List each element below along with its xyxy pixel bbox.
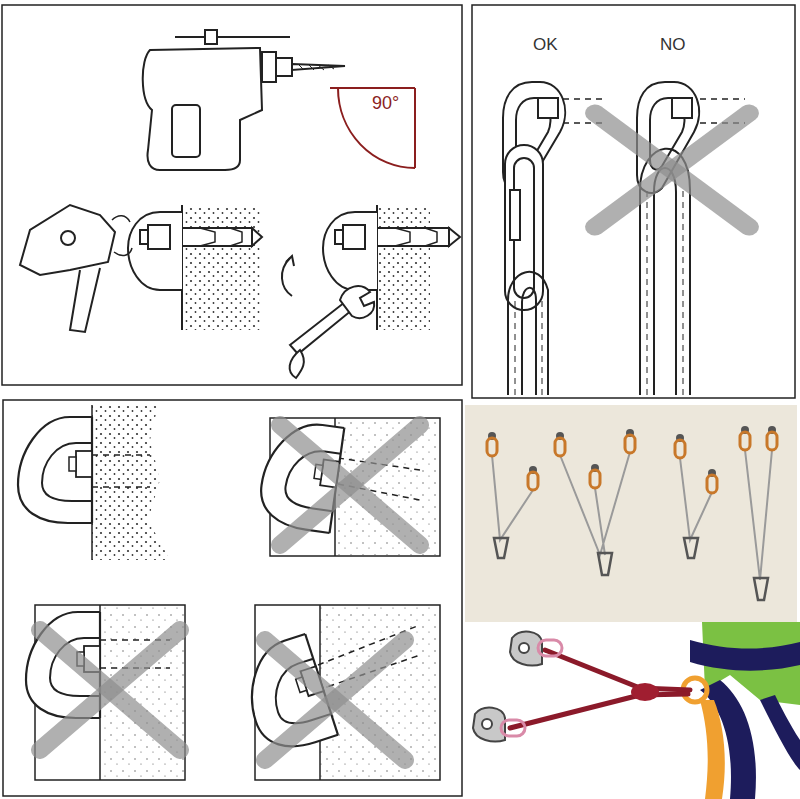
wrench: [282, 256, 374, 378]
harness-anchor: [473, 622, 800, 799]
anchor-configurations: [465, 405, 797, 622]
hanger-placement-correct: [18, 405, 170, 560]
hanger-placement-wrong: [235, 605, 440, 780]
drill: [143, 30, 345, 170]
hanger-placement-wrong: [256, 418, 440, 556]
angle-label: 90°: [372, 94, 399, 112]
panel-frames: [2, 5, 795, 796]
hammer: [20, 205, 132, 332]
correct-label: OK: [533, 36, 558, 53]
incorrect-rope-setup: [637, 82, 699, 395]
correct-carabiner-setup: [503, 82, 565, 395]
wall-section: [182, 205, 260, 330]
anchor-bolt: [323, 212, 460, 290]
incorrect-label: NO: [660, 36, 686, 53]
hanger-placement-wrong: [26, 605, 185, 780]
right-angle-mark: [330, 88, 415, 168]
wall-section: [377, 205, 430, 330]
anchor-bolt: [128, 212, 262, 290]
